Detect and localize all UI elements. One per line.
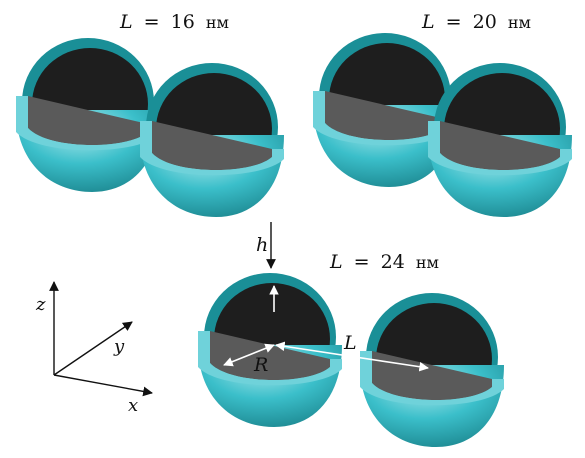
shell-thickness-label: h bbox=[256, 234, 268, 256]
distance-arrow bbox=[275, 341, 429, 372]
panel-label-l16: L = 16 нм bbox=[119, 11, 229, 33]
panel-label-l20: L = 20 нм bbox=[421, 11, 531, 33]
coordinate-axes: z y x bbox=[35, 281, 153, 416]
dimension-annotations: h R L bbox=[223, 222, 429, 376]
distance-label: L bbox=[343, 332, 357, 354]
x-axis-label: x bbox=[128, 395, 138, 416]
panel-l16 bbox=[16, 38, 284, 217]
panel-l24 bbox=[198, 273, 504, 447]
x-axis bbox=[53, 374, 153, 397]
y-axis bbox=[53, 321, 133, 376]
panel-l20 bbox=[313, 33, 572, 217]
radius-arrow bbox=[223, 343, 275, 367]
radius-label: R bbox=[253, 354, 268, 376]
panel-label-l24: L = 24 нм bbox=[329, 251, 439, 273]
y-axis-label: y bbox=[113, 336, 125, 357]
z-axis-label: z bbox=[35, 294, 46, 315]
